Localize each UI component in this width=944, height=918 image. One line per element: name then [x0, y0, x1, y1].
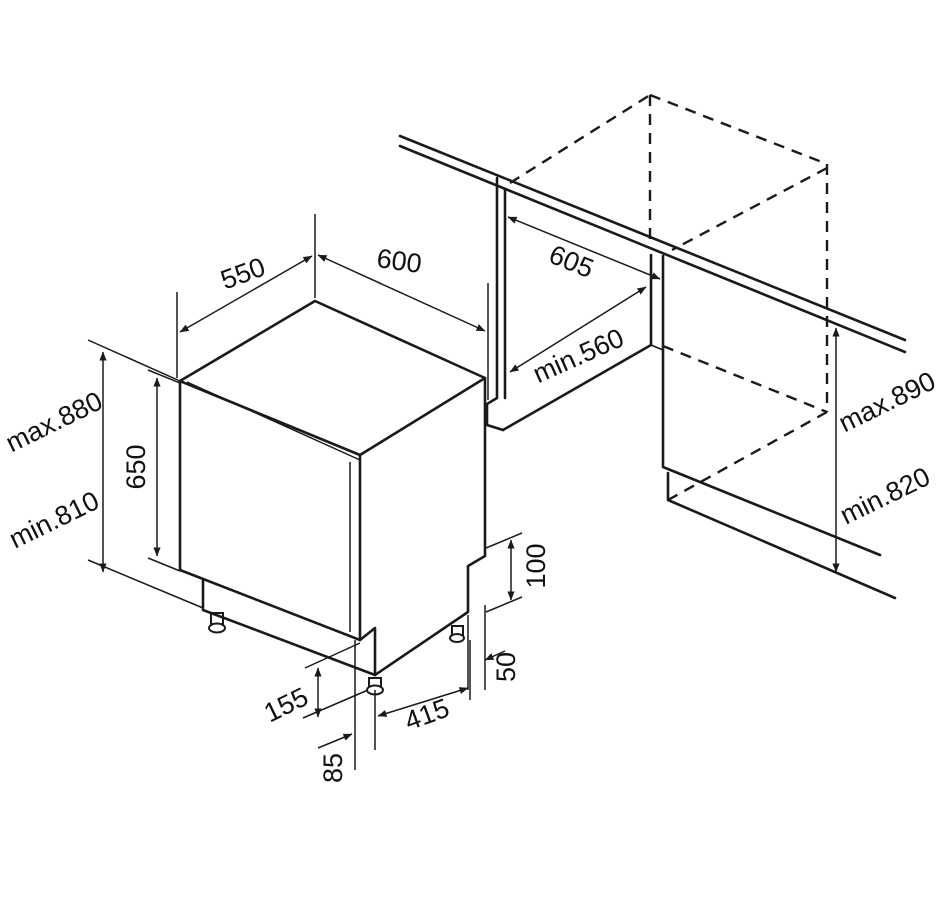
dimension-foot-span: 415 [377, 640, 471, 737]
niche-depth-label: 605 [545, 239, 598, 284]
niche-max-label: max.890 [834, 366, 940, 438]
dimension-niche-height: max.890 min.820 [832, 327, 940, 573]
left-cabinet-front [485, 176, 505, 432]
right-cabinet-front [661, 254, 882, 557]
foot-rear-right [449, 625, 465, 643]
foot-depth-label: 85 [318, 753, 348, 783]
width-label: 600 [375, 243, 424, 279]
adjustable-min-label: min.810 [4, 485, 103, 554]
foot-height-label: 155 [259, 682, 313, 729]
door-corner [358, 626, 377, 677]
foot-span-label: 415 [401, 693, 454, 737]
niche-back-edge [650, 344, 664, 351]
countertop-bottom-edge [398, 144, 907, 354]
dimension-width: 600 [314, 214, 489, 400]
foot-front-left [208, 612, 226, 634]
dimension-foot-depth: 85 [317, 640, 376, 783]
countertop-top-edge [398, 134, 907, 342]
height-label: 650 [121, 444, 151, 489]
offset-label: 50 [491, 652, 521, 682]
installation-niche [398, 93, 907, 600]
dimension-niche-width: min.560 [509, 286, 647, 389]
dimension-plinth: 100 [485, 532, 551, 613]
dimension-niche-depth: 605 [507, 216, 661, 284]
dimension-height: 650 [121, 369, 181, 572]
top-edge-trim [186, 381, 361, 461]
niche-min-label: min.820 [835, 461, 934, 530]
plinth-outline [201, 554, 487, 677]
dimension-foot-height: 155 [259, 642, 369, 729]
depth-label: 550 [217, 252, 270, 296]
niche-width-label: min.560 [528, 323, 628, 389]
dishwasher-front-panel [178, 379, 362, 642]
dimension-offset: 50 [467, 605, 521, 690]
dishwasher-top-face [178, 299, 487, 457]
plinth-label: 100 [521, 543, 551, 588]
adjustable-max-label: max.880 [1, 386, 107, 458]
dishwasher-body [178, 299, 487, 677]
